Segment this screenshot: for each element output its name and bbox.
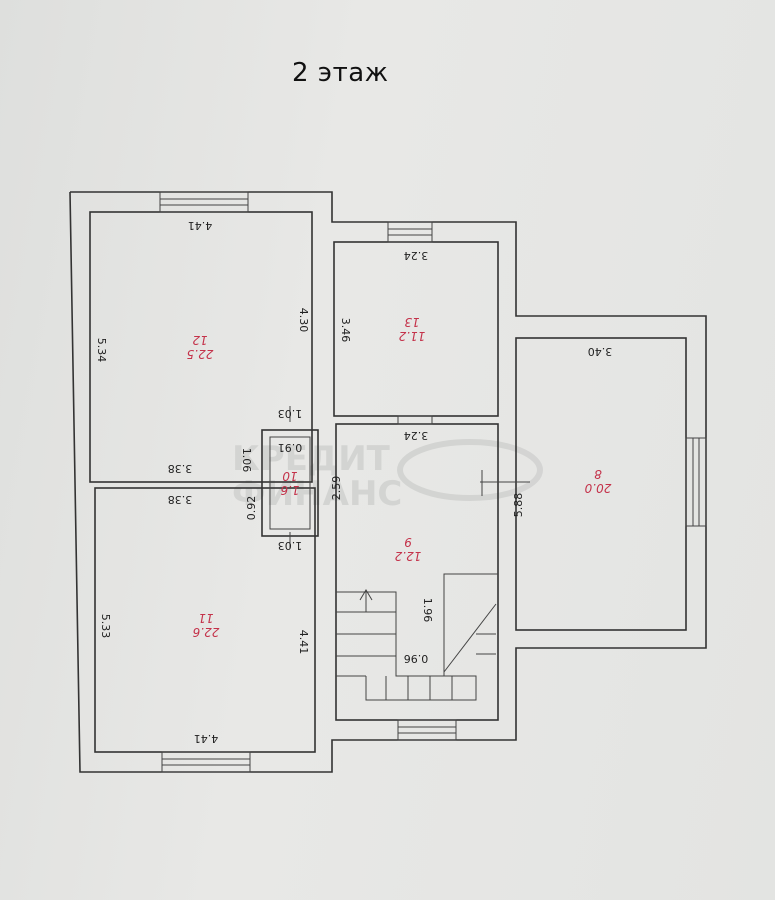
room-8-label: 20.0 8 — [584, 467, 611, 495]
room-11-area: 22.6 — [192, 625, 219, 639]
dim-441-bot: 4.41 — [194, 732, 219, 745]
room-12-number: 12 — [192, 333, 207, 347]
window-room-13 — [387, 221, 433, 243]
dim-338-a: 3.38 — [168, 462, 193, 475]
dim-588: 5.88 — [512, 493, 525, 518]
room-9-area: 12.2 — [395, 549, 422, 563]
dim-324-a: 3.24 — [404, 249, 429, 262]
watermark-logo-icon — [397, 439, 543, 501]
dim-338-b: 3.38 — [168, 493, 193, 506]
room-9-number: 9 — [404, 535, 412, 549]
dim-441-top: 4.41 — [188, 219, 213, 232]
room-11-label: 22.6 11 — [192, 611, 219, 639]
dim-533: 5.33 — [99, 614, 112, 639]
dim-106: 1.06 — [240, 448, 253, 473]
cross-marks — [289, 406, 530, 548]
room-8-area: 20.0 — [584, 481, 611, 495]
dim-259: 2.59 — [330, 476, 343, 501]
staircase — [336, 573, 498, 701]
room-11-number: 11 — [198, 611, 213, 625]
window-bottom-stairs — [397, 719, 457, 741]
watermark-line2: ФИНАНС — [232, 474, 402, 514]
room-13-label: 11.2 13 — [399, 315, 426, 343]
room-13-area: 11.2 — [399, 329, 426, 343]
dim-096: 0.96 — [404, 652, 429, 665]
room-10-area: 1.6 — [280, 483, 299, 497]
dim-441-mid: 4.41 — [297, 630, 310, 655]
room-10-label: 1.6 10 — [280, 469, 299, 497]
room-12-label: 22.5 12 — [187, 333, 214, 361]
room-9-label: 12.2 9 — [395, 535, 422, 563]
dim-340: 3.40 — [588, 345, 613, 358]
dim-091: 0.91 — [278, 441, 303, 454]
outer-walls — [69, 191, 707, 773]
dim-092: 0.92 — [245, 496, 258, 521]
dim-103-a: 1.03 — [278, 407, 303, 420]
watermark: КРЕДИТ ФИНАНС — [232, 439, 543, 514]
dimension-labels: 4.41 5.34 4.30 3.38 3.38 1.06 0.92 1.03 … — [95, 219, 612, 745]
dim-103-b: 1.03 — [278, 539, 303, 552]
room-8-number: 8 — [594, 467, 602, 481]
window-room-8 — [685, 437, 707, 527]
room-10-number: 10 — [282, 469, 298, 483]
dim-196: 1.96 — [421, 598, 434, 623]
window-bottom-left — [161, 751, 251, 773]
room-12-area: 22.5 — [187, 347, 214, 361]
door-room-13 — [397, 415, 433, 425]
room-13-number: 13 — [404, 315, 419, 329]
dim-534: 5.34 — [95, 338, 108, 363]
dim-346: 3.46 — [339, 318, 352, 343]
room-labels: 22.5 12 11.2 13 1.6 10 12.2 9 20.0 8 22.… — [187, 315, 612, 639]
floor-title: 2 этаж — [292, 58, 389, 88]
window-top-left — [159, 191, 249, 213]
windows — [159, 191, 707, 773]
room-10-inner — [269, 436, 311, 530]
dim-430: 4.30 — [297, 308, 310, 333]
dim-324-b: 3.24 — [404, 429, 429, 442]
